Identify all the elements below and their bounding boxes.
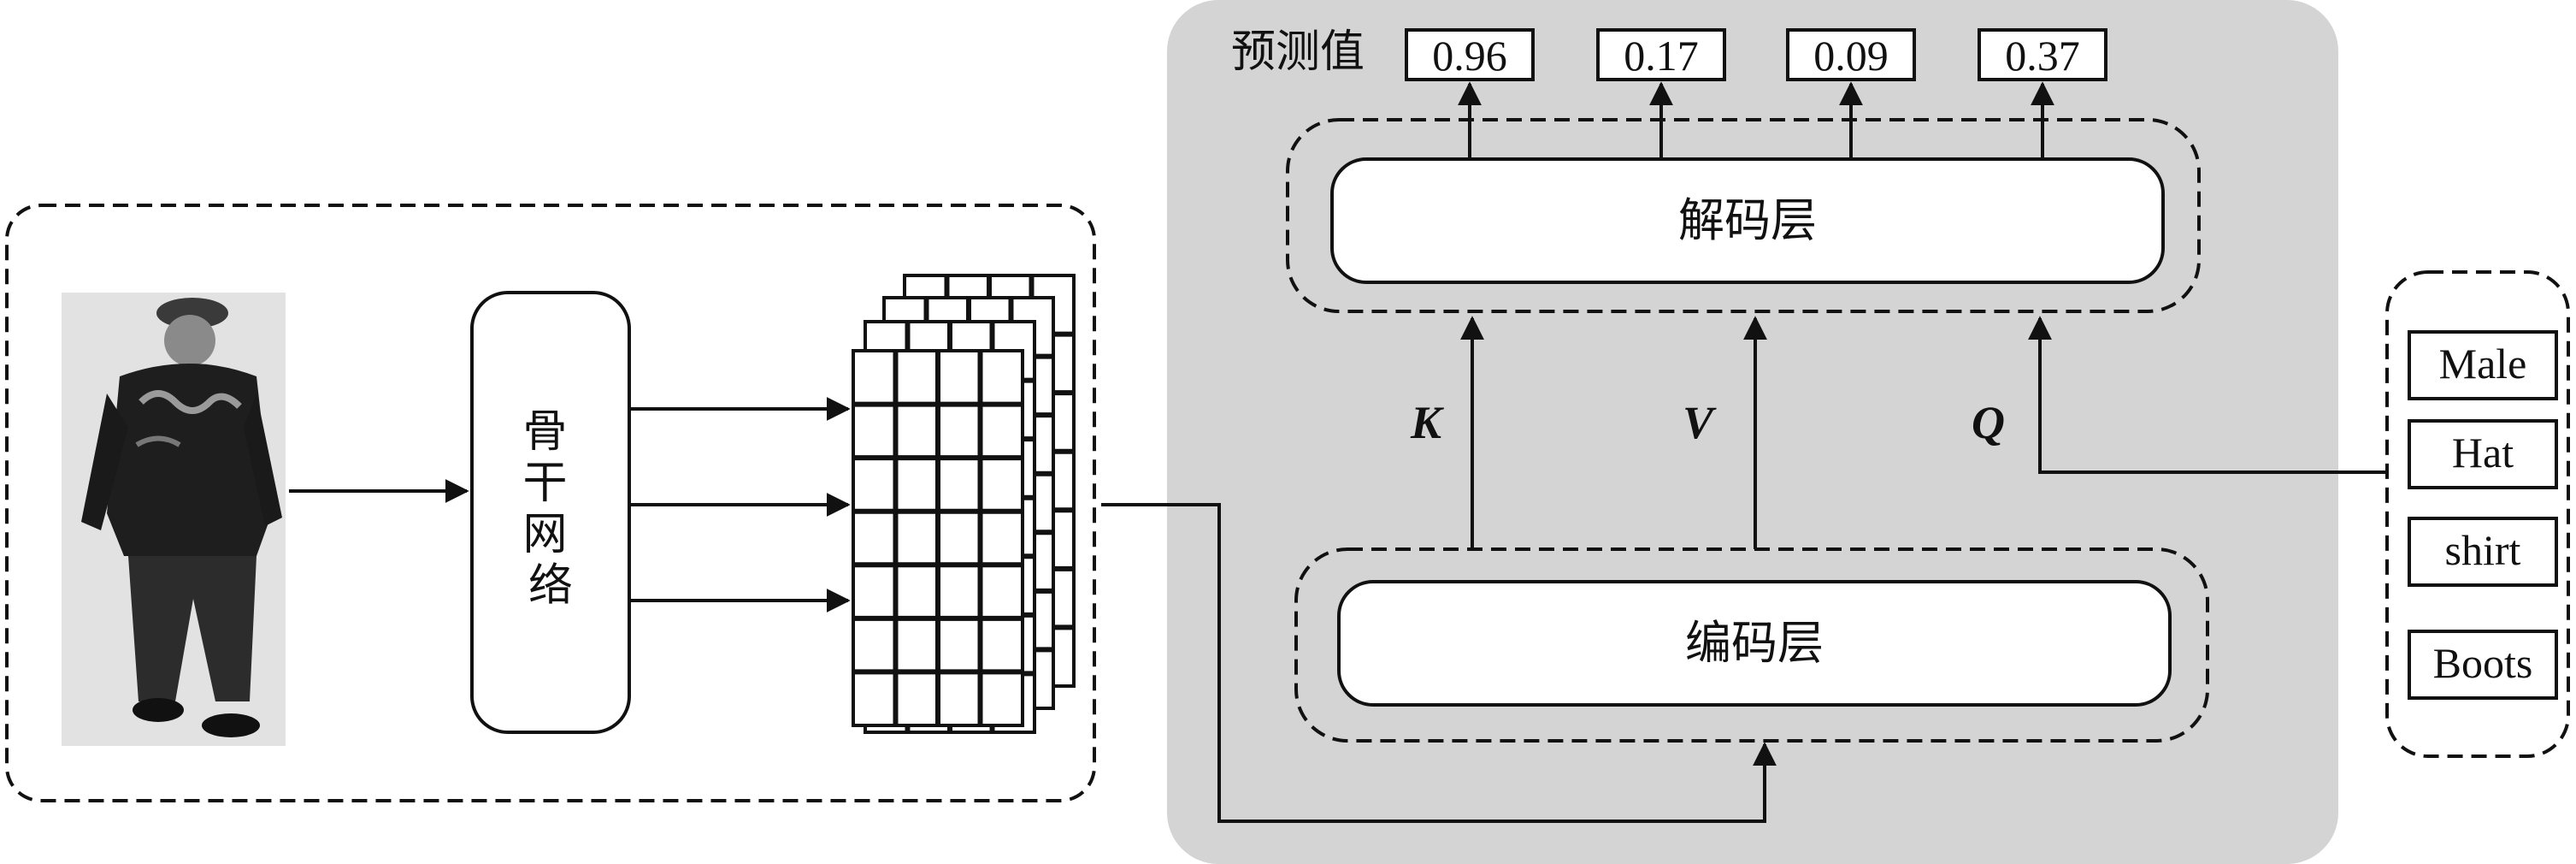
prediction-value-1: 0.96 [1432, 32, 1507, 80]
query-male: Male [2439, 340, 2527, 388]
feature-extraction-group [5, 204, 1096, 802]
backbone-label-2: 干 [522, 459, 567, 508]
prediction-boxes: 0.96 0.17 0.09 0.37 [1405, 28, 2107, 81]
backbone-label-1: 骨 [522, 408, 567, 457]
encoder-block [1337, 580, 2172, 707]
predictions-label: 预测值 [1231, 28, 1365, 77]
arrow-q [2028, 316, 2387, 474]
feature-maps [852, 274, 1076, 734]
attribute-queries-group [2385, 270, 2570, 758]
prediction-value-3: 0.09 [1813, 32, 1889, 80]
encoder-label: 编码层 [1685, 618, 1824, 669]
backbone-label-3: 网 [522, 511, 567, 559]
query-boots: Boots [2433, 639, 2533, 687]
decoder-block [1330, 157, 2165, 284]
svg-text:骨 干 网 络: 骨 干 网 络 [522, 408, 578, 611]
arrow-features-to-encoder [1101, 503, 1777, 823]
q-label: Q [1972, 397, 2005, 448]
feature-map-layer [852, 349, 1024, 727]
query-shirt: shirt [2445, 526, 2521, 574]
encoder-group [1294, 547, 2209, 743]
prediction-value-2: 0.17 [1624, 32, 1699, 80]
backbone-block [470, 291, 631, 734]
transformer-panel [1167, 0, 2338, 864]
decoder-label: 解码层 [1678, 195, 1817, 246]
pedestrian-image [62, 293, 286, 746]
k-label: K [1410, 397, 1445, 448]
query-hat: Hat [2452, 429, 2514, 476]
prediction-value-4: 0.37 [2005, 32, 2080, 80]
decoder-group [1286, 118, 2201, 313]
v-label: V [1683, 397, 1717, 448]
backbone-label-4: 络 [528, 562, 573, 611]
